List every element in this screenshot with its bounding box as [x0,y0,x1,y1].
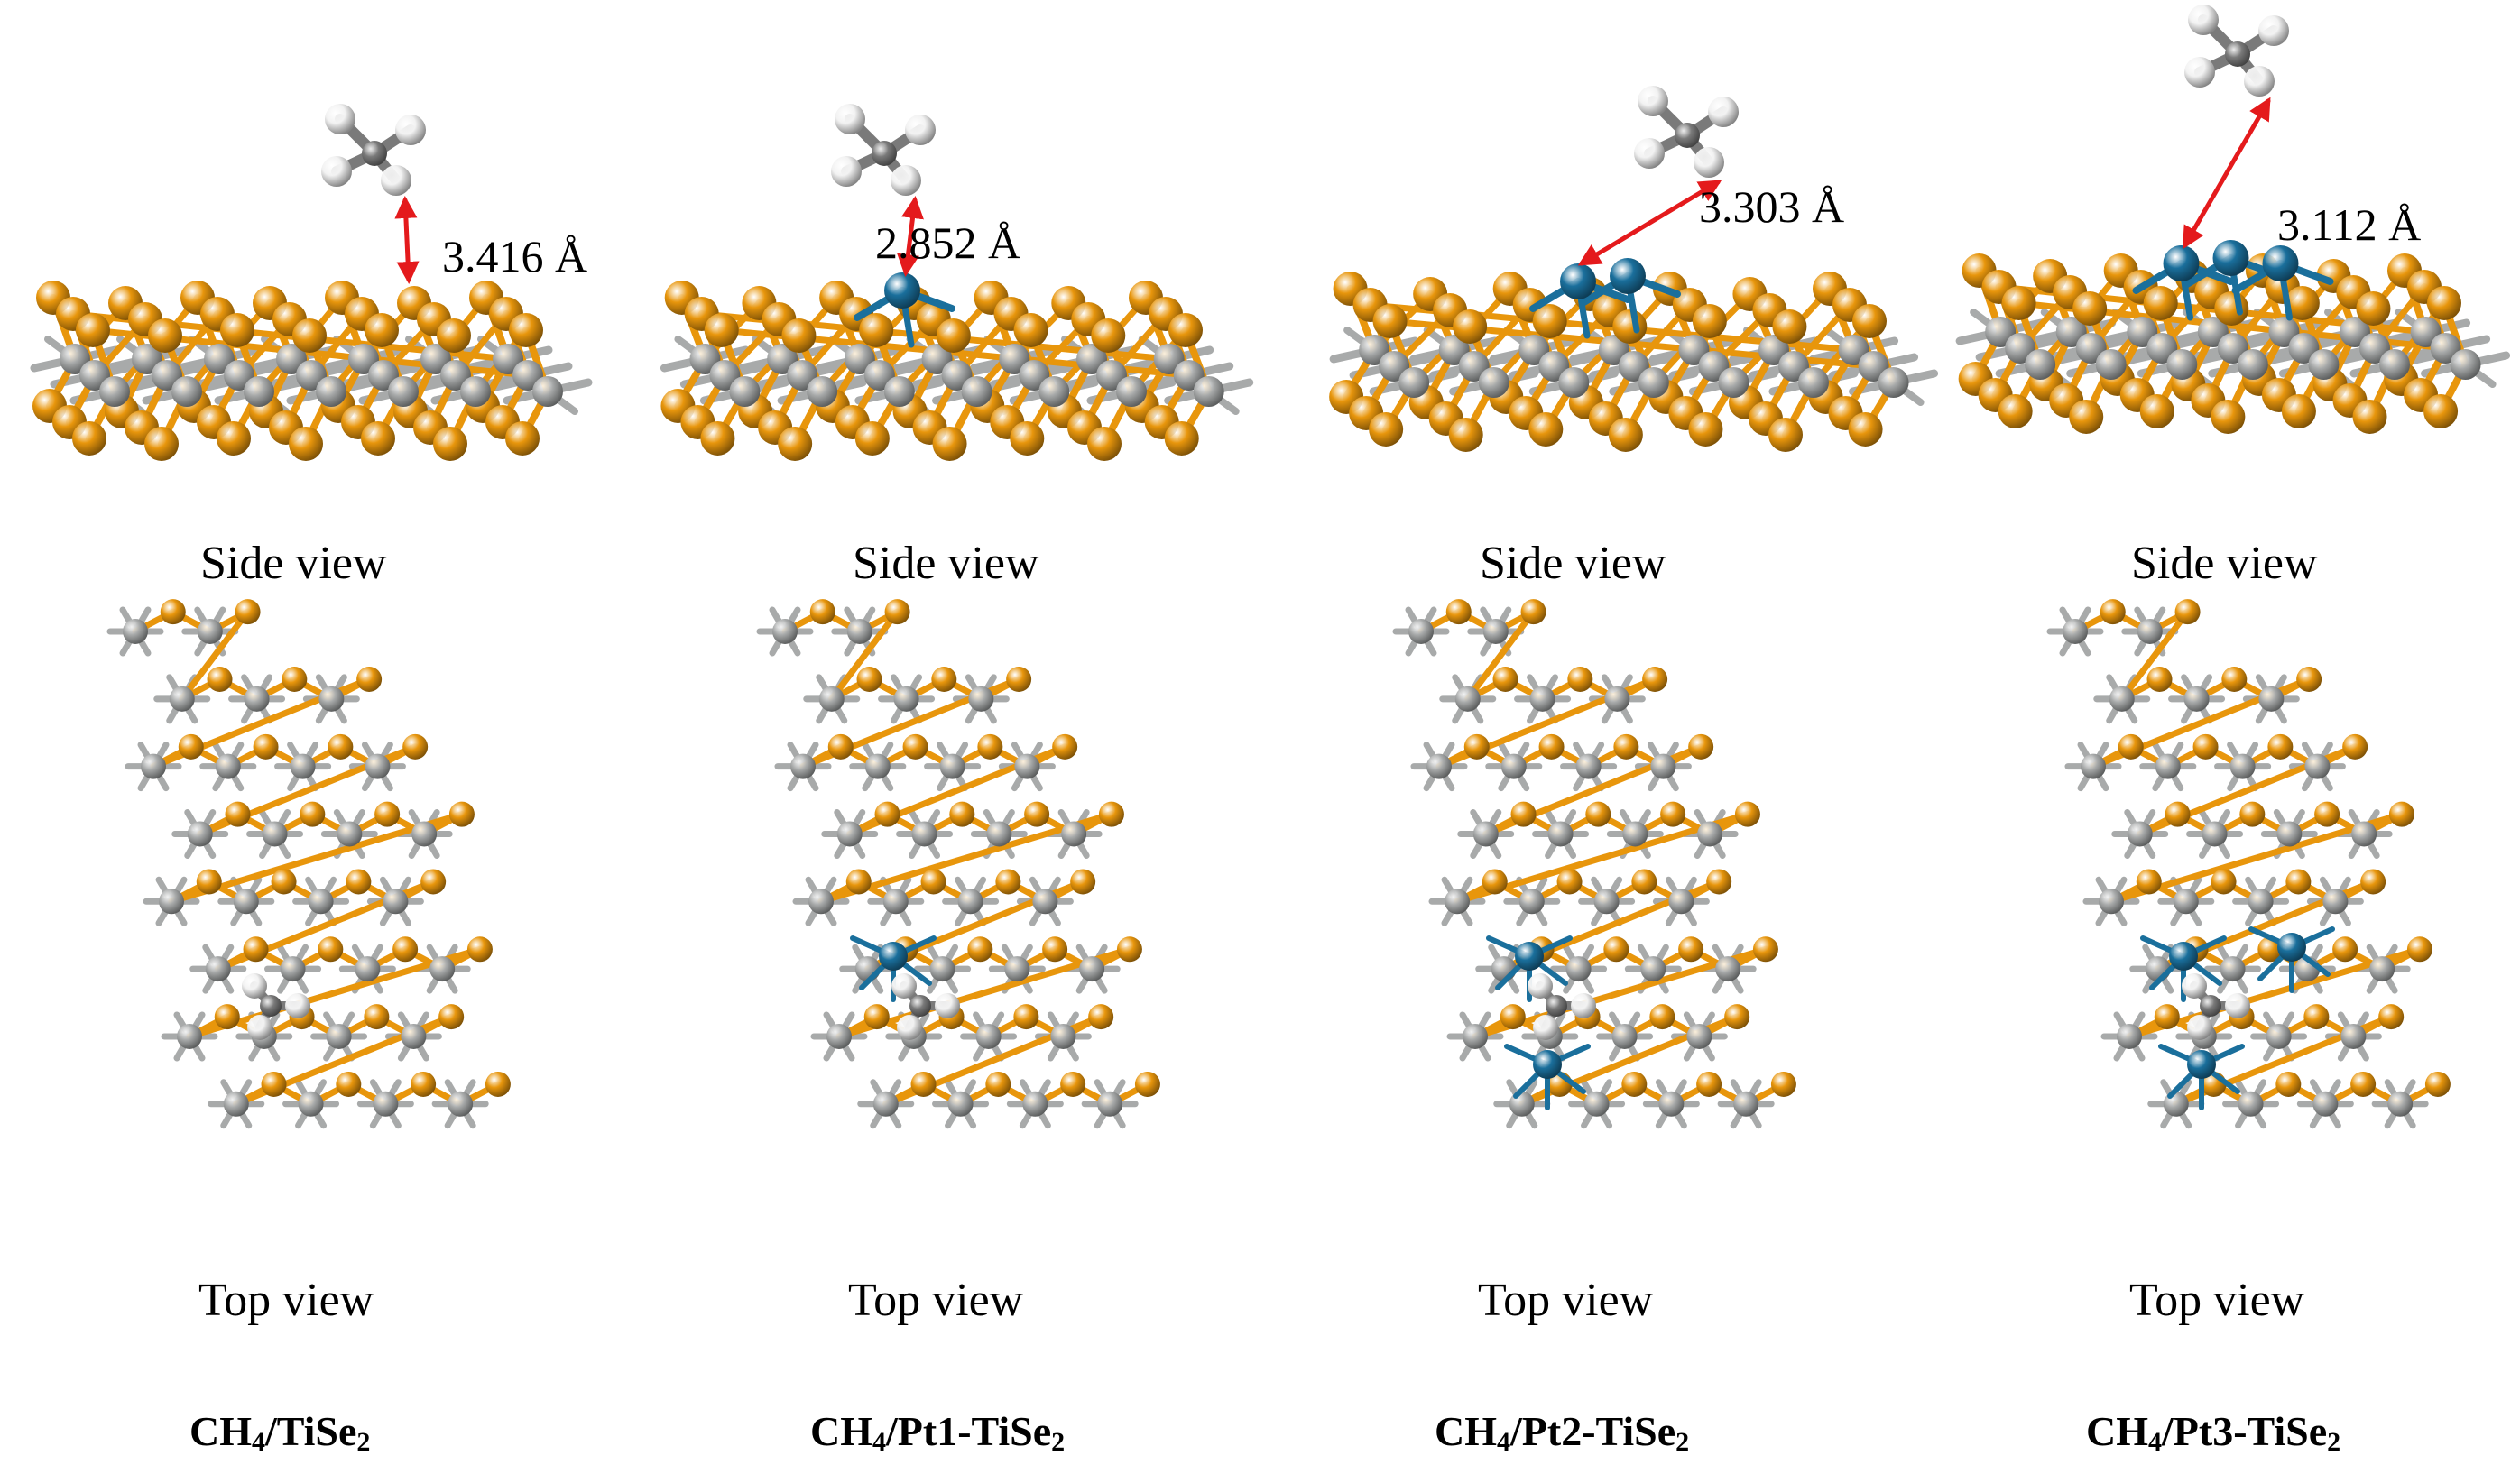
side-view-model-3 [1329,258,1939,452]
top-view-label-2: Top view [848,1275,1024,1326]
side-view-model-4 [1955,240,2511,434]
side-view-model-2 [660,272,1254,461]
side-view-label-4: Side view [2131,538,2318,589]
top-view-label-4: Top view [2129,1275,2305,1326]
distance-arrow-3 [1577,180,1722,266]
top-view-model-4 [2046,599,2451,1129]
top-view-model-1 [106,599,511,1129]
distance-label-1: 3.416 Å [442,231,588,281]
caption-4: CH4/Pt3-TiSe2 [2086,1408,2341,1457]
methane-molecule-3 [1634,86,1739,178]
methane-molecule-2 [831,104,936,196]
caption-3: CH4/Pt2-TiSe2 [1435,1408,1690,1457]
top-view-model-2 [756,599,1160,1129]
distance-label-4: 3.112 Å [2277,199,2422,250]
side-view-label-3: Side view [1480,538,1666,589]
top-view-model-3 [1392,599,1796,1129]
distance-arrow-2 [897,196,924,277]
distance-arrow-1 [394,196,420,284]
caption-1: CH4/TiSe2 [189,1408,371,1457]
methane-molecule-4 [2184,5,2289,97]
distance-label-2: 2.852 Å [875,217,1021,268]
side-view-model-1 [30,281,593,461]
top-view-label-3: Top view [1478,1275,1654,1326]
distance-arrow-4 [2182,97,2271,250]
side-view-label-2: Side view [853,538,1039,589]
methane-molecule-1 [321,104,426,196]
side-view-label-1: Side view [200,538,387,589]
caption-2: CH4/Pt1-TiSe2 [810,1408,1066,1457]
top-view-label-1: Top view [198,1275,374,1326]
distance-label-3: 3.303 Å [1699,181,1845,232]
